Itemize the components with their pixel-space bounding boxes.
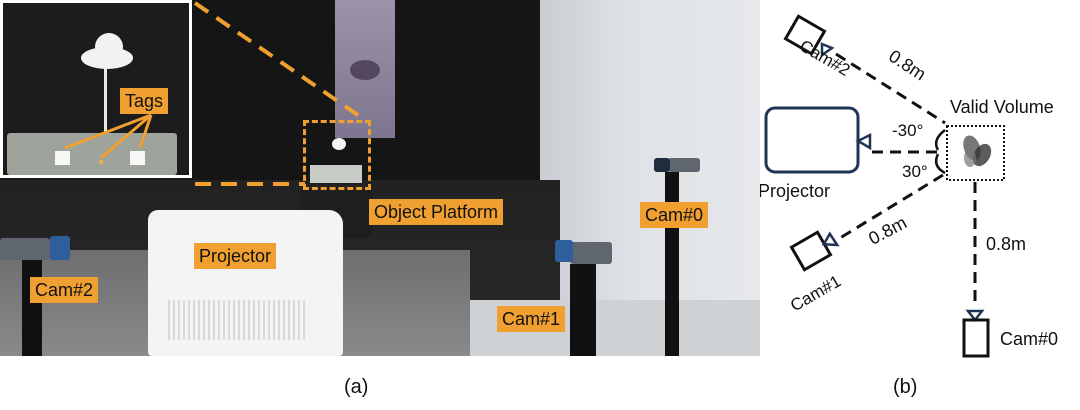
tag-box [7, 133, 177, 175]
flower-icon [963, 135, 992, 167]
angle-arcs [934, 129, 946, 175]
caption-a: (a) [344, 376, 369, 398]
cam1-line [839, 173, 944, 240]
dist-cam0: 0.8m [986, 234, 1026, 254]
cam2-body [0, 238, 50, 260]
cam2-lens [50, 236, 70, 260]
tag-center [99, 160, 103, 164]
platform-box [310, 165, 362, 183]
cam0-lens [654, 158, 670, 172]
label-tags: Tags [120, 88, 169, 114]
platform-flower [332, 138, 346, 150]
tag-left [55, 151, 70, 165]
label-projector-b: Projector [760, 181, 830, 201]
cam2-line [835, 52, 946, 125]
cam2-icon: Cam#2 [783, 14, 853, 80]
tag-right [130, 151, 145, 165]
label-cam0: Cam#0 [640, 202, 709, 228]
zoom-lines [193, 1, 370, 186]
cam1-icon: Cam#1 [787, 230, 844, 316]
label-valid-volume: Valid Volume [950, 97, 1054, 117]
valid-volume-box [946, 125, 1005, 181]
zoom-highlight-box [303, 120, 371, 190]
tag-pointers [64, 113, 153, 160]
flower-center [95, 33, 123, 61]
setup-photo: Tags Projector Cam#2 Object Platform Cam… [0, 0, 760, 356]
label-projector: Projector [194, 243, 277, 269]
angle-pos: 30° [902, 162, 928, 181]
projector-grill [168, 300, 308, 340]
cam1-tripod [570, 264, 596, 356]
layout-diagram: Cam#2 0.8m Projector -30° 30° Valid Volu… [760, 14, 1058, 358]
projector-lens-icon [855, 132, 872, 151]
caption-b: (b) [893, 376, 918, 398]
label-cam0-b: Cam#0 [1000, 329, 1058, 349]
cam0-body [668, 158, 700, 172]
cam0-icon [962, 318, 990, 358]
svg-text:Cam#1: Cam#1 [787, 272, 844, 316]
label-object-platform: Object Platform [369, 199, 504, 225]
dist-cam2: 0.8m [885, 46, 929, 85]
flower-stem [104, 63, 107, 135]
cam0-lens-icon [965, 309, 985, 323]
label-cam2: Cam#2 [30, 277, 99, 303]
cam1-body [570, 242, 612, 264]
cam1-lens [555, 240, 573, 262]
projector-icon [764, 106, 860, 174]
banner-flower [350, 60, 380, 80]
label-cam1: Cam#1 [497, 306, 566, 332]
angle-neg: -30° [892, 121, 923, 140]
